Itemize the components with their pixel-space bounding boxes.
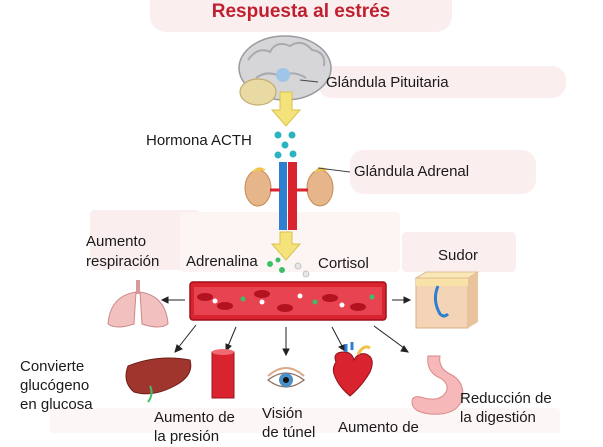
label-breathing-line2: respiración — [86, 253, 160, 270]
label-bg-bottom — [50, 408, 560, 433]
page-title: Respuesta al estrés — [150, 0, 452, 32]
label-bg-pituitary — [318, 66, 566, 98]
label-glycogen-line1: Convierte — [20, 358, 85, 375]
label-glycogen-line3: en glucosa — [20, 396, 93, 413]
label-bg-sweat — [402, 232, 516, 272]
label-breathing-line1: Aumento — [86, 233, 147, 250]
label-bg-adrenal — [350, 150, 536, 194]
label-vision-line2: de túnel — [262, 424, 316, 441]
heart-icon — [332, 342, 373, 397]
label-heart-line1: Aumento de — [338, 419, 419, 436]
eye-icon — [267, 367, 305, 388]
lungs-icon — [107, 280, 169, 328]
label-adrenal: Glándula Adrenal — [354, 163, 470, 180]
label-cortisol: Cortisol — [318, 255, 369, 272]
blood-vessel-bar — [189, 281, 387, 321]
liver-icon — [125, 357, 192, 403]
stomach-icon — [411, 355, 464, 415]
diagram-canvas — [107, 35, 480, 415]
acth-dots — [274, 131, 297, 159]
label-glycogen-line2: glucógeno — [20, 377, 90, 394]
label-acth: Hormona ACTH — [146, 132, 252, 149]
label-vessel-line2: la presión — [154, 428, 220, 445]
skin-icon — [414, 271, 480, 329]
blood-vessel-icon — [211, 349, 235, 399]
label-adrenaline: Adrenalina — [186, 253, 258, 270]
label-vision-line1: Visión — [262, 405, 303, 422]
label-pituitary: Glándula Pituitaria — [326, 74, 449, 91]
arrow-brain-to-acth — [270, 91, 302, 127]
label-digestion-line2: la digestión — [460, 409, 536, 426]
brain-icon — [238, 35, 332, 106]
kidney-icon — [244, 162, 334, 230]
label-digestion-line1: Reducción de — [460, 390, 552, 407]
arrow-adrenal-to-blood — [270, 231, 302, 261]
label-vessel-line1: Aumento de — [154, 409, 235, 426]
label-sweat: Sudor — [438, 247, 479, 264]
hormone-dots — [267, 257, 310, 278]
